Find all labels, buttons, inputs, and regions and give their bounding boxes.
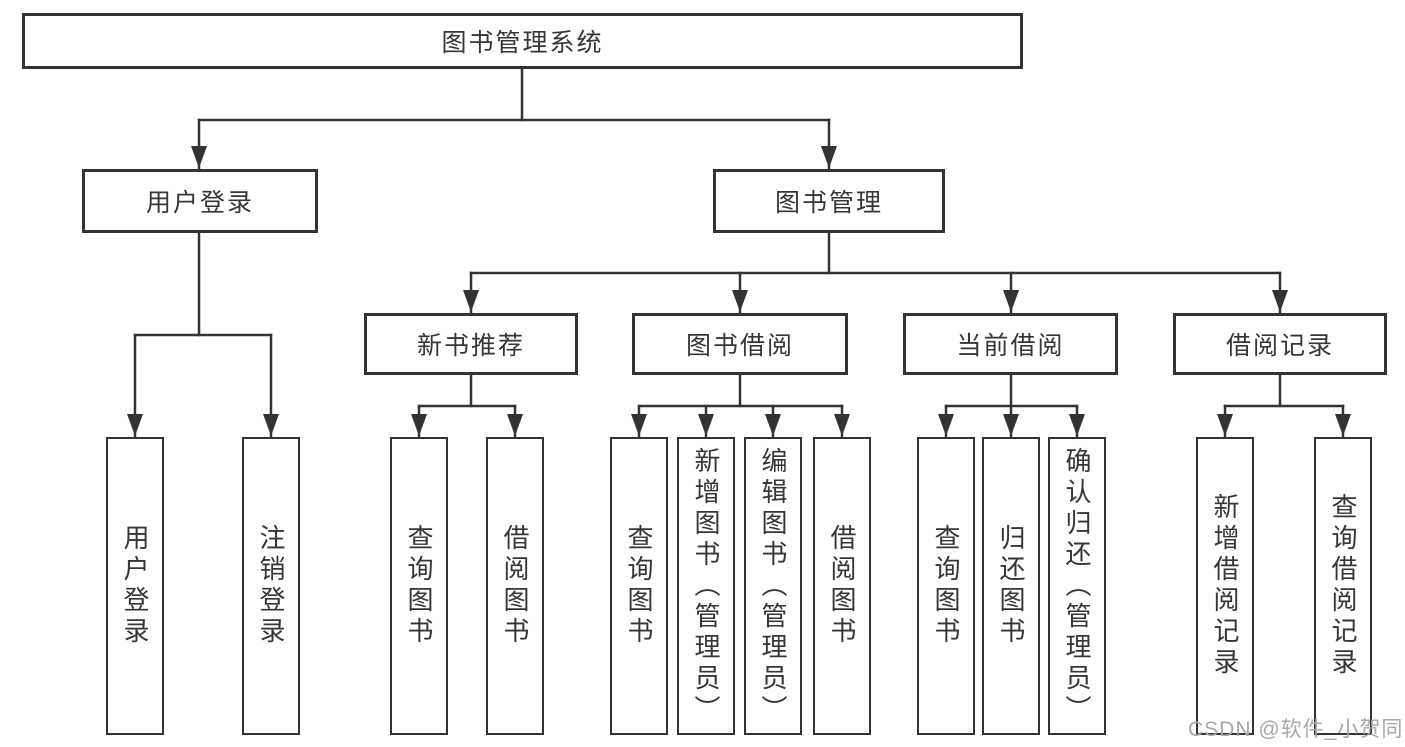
node-current-borrowing: 当前借阅 — [903, 313, 1118, 375]
leaf-borrow-books: 借阅图书 — [813, 437, 871, 735]
leaf-confirm-return-admin: 确认归还（管理员） — [1048, 437, 1106, 735]
leaf-query-books-recommend: 查询图书 — [390, 437, 448, 735]
leaf-borrow-books-recommend: 借阅图书 — [486, 437, 544, 735]
leaf-user-login: 用户登录 — [106, 437, 164, 735]
leaf-label: 查询图书 — [931, 524, 961, 648]
leaf-label: 查询图书 — [624, 524, 654, 648]
leaf-label: 借阅图书 — [500, 524, 530, 648]
leaf-label: 编辑图书（管理员） — [758, 446, 788, 726]
leaf-label: 查询图书 — [404, 524, 434, 648]
leaf-add-books-admin: 新增图书（管理员） — [677, 437, 735, 735]
leaf-label: 查询借阅记录 — [1328, 493, 1358, 679]
leaf-return-books: 归还图书 — [982, 437, 1040, 735]
node-book-management: 图书管理 — [713, 169, 945, 233]
leaf-label: 注销登录 — [256, 524, 286, 648]
leaf-logout: 注销登录 — [242, 437, 300, 735]
node-borrowing-records: 借阅记录 — [1173, 313, 1387, 375]
node-user-login: 用户登录 — [82, 169, 318, 233]
leaf-label: 用户登录 — [120, 524, 150, 648]
node-book-borrowing: 图书借阅 — [632, 313, 848, 375]
leaf-label: 新增借阅记录 — [1210, 493, 1240, 679]
leaf-label: 借阅图书 — [827, 524, 857, 648]
leaf-add-borrow-record: 新增借阅记录 — [1196, 437, 1254, 735]
leaf-edit-books-admin: 编辑图书（管理员） — [744, 437, 802, 735]
leaf-label: 归还图书 — [996, 524, 1026, 648]
csdn-watermark: CSDN @软件_小贺同学 — [1188, 718, 1405, 741]
leaf-label: 确认归还（管理员） — [1062, 446, 1092, 726]
node-new-book-recommendation: 新书推荐 — [364, 313, 578, 375]
leaf-query-books-borrow: 查询图书 — [610, 437, 668, 735]
leaf-label: 新增图书（管理员） — [691, 446, 721, 726]
leaf-query-borrow-record: 查询借阅记录 — [1314, 437, 1372, 735]
node-library-management-system: 图书管理系统 — [22, 13, 1023, 69]
leaf-query-books-current: 查询图书 — [917, 437, 975, 735]
